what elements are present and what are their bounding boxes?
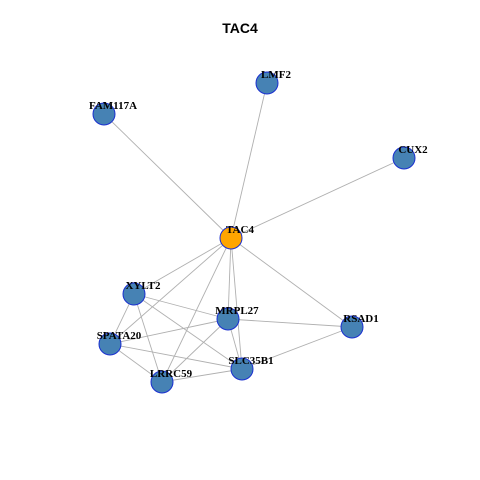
edge-tac4-xylt2 xyxy=(133,237,232,295)
edge-xylt2-mrpl27 xyxy=(133,293,229,320)
node-label-tac4: TAC4 xyxy=(226,224,254,236)
node-slc35b1 xyxy=(230,357,254,381)
edge-mrpl27-lrrc59 xyxy=(161,318,229,383)
edge-tac4-cux2 xyxy=(230,157,405,239)
edge-tac4-rsad1 xyxy=(230,237,353,328)
node-label-lmf2: LMF2 xyxy=(261,69,291,81)
node-label-fam117a: FAM117A xyxy=(89,100,137,112)
node-mrpl27 xyxy=(216,307,240,331)
node-cux2 xyxy=(392,146,416,170)
edge-lrrc59-slc35b1 xyxy=(161,368,243,383)
node-label-slc35b1: SLC35B1 xyxy=(228,355,273,367)
edge-tac4-lrrc59 xyxy=(161,237,232,383)
edge-tac4-fam117a xyxy=(103,113,232,239)
node-label-cux2: CUX2 xyxy=(398,144,428,156)
graph-title: TAC4 xyxy=(222,20,258,36)
edge-slc35b1-rsad1 xyxy=(241,326,353,370)
node-label-mrpl27: MRPL27 xyxy=(215,305,259,317)
node-label-xylt2: XYLT2 xyxy=(125,280,161,292)
node-rsad1 xyxy=(340,315,364,339)
node-xylt2 xyxy=(122,282,146,306)
edge-tac4-lmf2 xyxy=(230,82,268,239)
node-lrrc59 xyxy=(150,370,174,394)
node-label-lrrc59: LRRC59 xyxy=(150,368,193,380)
node-spata20 xyxy=(98,332,122,356)
node-tac4 xyxy=(219,226,243,250)
node-label-spata20: SPATA20 xyxy=(97,330,142,342)
edge-tac4-slc35b1 xyxy=(230,237,243,370)
node-fam117a xyxy=(92,102,116,126)
node-label-rsad1: RSAD1 xyxy=(343,313,378,325)
node-layer xyxy=(92,71,416,394)
edge-mrpl27-spata20 xyxy=(109,318,229,345)
edge-tac4-spata20 xyxy=(109,237,232,345)
node-lmf2 xyxy=(255,71,279,95)
edge-xylt2-lrrc59 xyxy=(133,293,163,383)
edge-tac4-mrpl27 xyxy=(227,237,232,320)
edge-xylt2-slc35b1 xyxy=(133,293,243,370)
edge-layer xyxy=(103,82,405,383)
edge-mrpl27-rsad1 xyxy=(227,318,353,328)
edge-spata20-slc35b1 xyxy=(109,343,243,370)
